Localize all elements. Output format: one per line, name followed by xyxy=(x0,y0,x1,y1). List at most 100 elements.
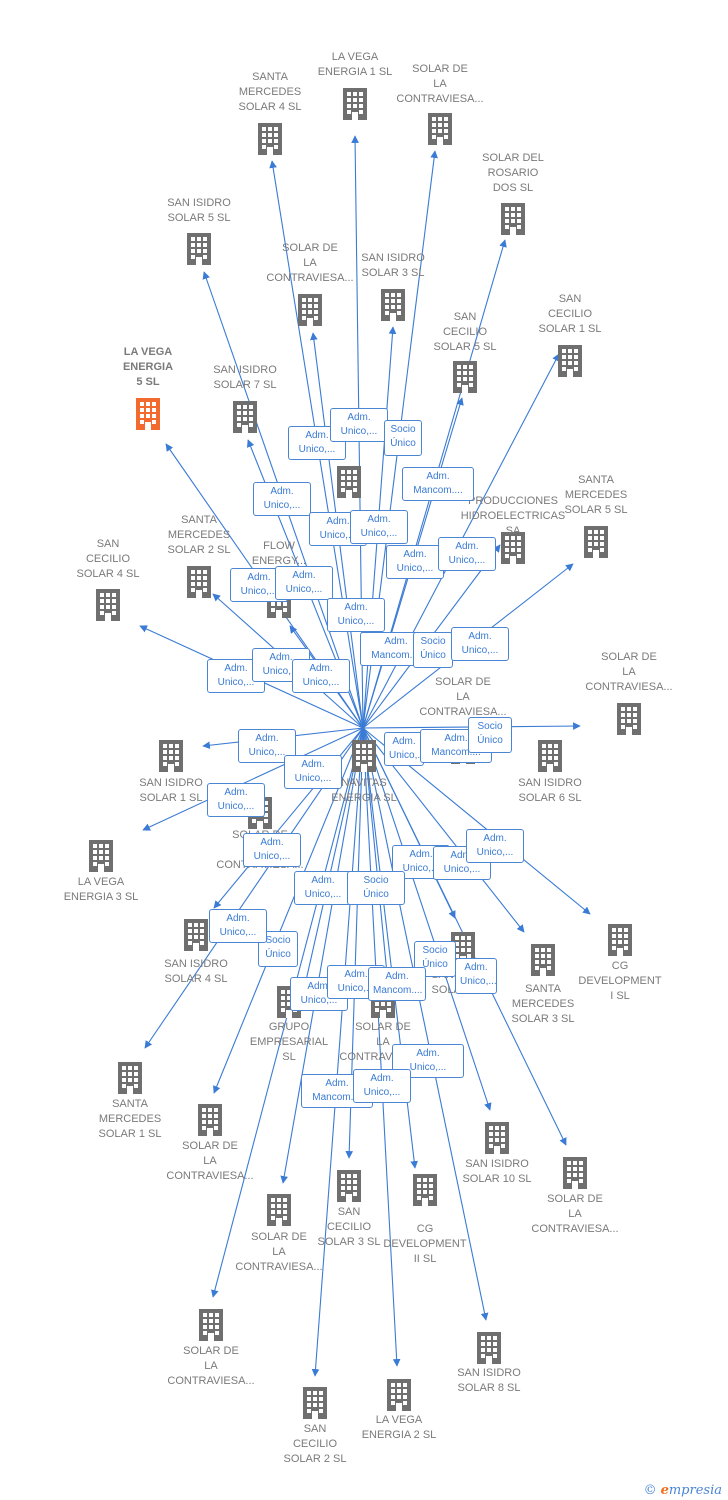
company-label[interactable]: GRUPO EMPRESARIAL SL xyxy=(249,1021,329,1063)
relationship-badge[interactable]: Adm. Unico,... xyxy=(455,958,497,994)
building-icon[interactable] xyxy=(617,703,641,735)
company-label[interactable]: SANTA MERCEDES SOLAR 3 SL xyxy=(511,983,575,1025)
building-icon[interactable] xyxy=(187,233,211,265)
relationship-badge[interactable]: Adm. Unico,... xyxy=(386,545,444,579)
building-icon[interactable] xyxy=(563,1157,587,1189)
relationship-badge[interactable]: Adm. Unico,... xyxy=(207,783,265,817)
building-icon[interactable] xyxy=(453,361,477,393)
relationship-badge[interactable]: Adm. Unico,... xyxy=(292,659,350,693)
company-label[interactable]: SANTA MERCEDES SOLAR 1 SL xyxy=(98,1098,162,1140)
building-icon[interactable] xyxy=(303,1387,327,1419)
building-icon[interactable] xyxy=(267,1194,291,1226)
brand-footer[interactable]: ©empresia xyxy=(644,1483,722,1498)
building-icon[interactable] xyxy=(96,589,120,621)
company-label[interactable]: SAN ISIDRO SOLAR 10 SL xyxy=(462,1158,532,1185)
building-icon[interactable] xyxy=(584,526,608,558)
building-icon[interactable] xyxy=(337,466,361,498)
building-icon[interactable] xyxy=(198,1104,222,1136)
relationship-badge[interactable]: Socio Único xyxy=(468,717,512,753)
relationship-badge[interactable]: Socio Único xyxy=(413,632,453,668)
company-label[interactable]: SAN ISIDRO SOLAR 4 SL xyxy=(164,958,228,985)
relationship-badge[interactable]: Adm. Unico,... xyxy=(451,627,509,661)
company-label[interactable]: SOLAR DEL ROSARIO DOS SL xyxy=(482,152,544,194)
building-icon[interactable] xyxy=(477,1332,501,1364)
relationship-edge xyxy=(311,727,364,1377)
building-icon[interactable] xyxy=(118,1062,142,1094)
company-label[interactable]: SOLAR DE LA CONTRAVIESA... xyxy=(266,242,354,284)
building-icon[interactable] xyxy=(136,398,160,430)
company-label[interactable]: SAN CECILIO SOLAR 2 SL xyxy=(283,1423,347,1465)
building-icon[interactable] xyxy=(89,840,113,872)
relationship-badge[interactable]: Adm. Unico,... xyxy=(209,909,267,943)
relationship-badge[interactable]: Adm. Unico,... xyxy=(284,755,342,789)
building-icon[interactable] xyxy=(258,123,282,155)
relationship-badge[interactable]: Socio Único xyxy=(258,931,298,967)
building-icon[interactable] xyxy=(233,401,257,433)
company-label[interactable]: SAN ISIDRO SOLAR 8 SL xyxy=(457,1367,521,1394)
company-label[interactable]: SAN CECILIO SOLAR 1 SL xyxy=(538,293,602,335)
company-label[interactable]: SAN ISIDRO SOLAR 6 SL xyxy=(518,777,582,804)
company-label[interactable]: SANTA MERCEDES SOLAR 4 SL xyxy=(238,71,302,113)
company-label[interactable]: SAN CECILIO SOLAR 3 SL xyxy=(317,1206,381,1248)
company-label[interactable]: SOLAR DE LA CONTRAVIESA... xyxy=(167,1345,255,1387)
relationship-badge[interactable]: Adm. Unico,... xyxy=(438,537,496,571)
company-label[interactable]: SOLAR DE LA CONTRAVIESA... xyxy=(531,1193,619,1235)
company-label[interactable]: SAN ISIDRO SOLAR 1 SL xyxy=(139,777,203,804)
company-label[interactable]: SOLAR DE LA CONTRAVIESA... xyxy=(166,1140,254,1182)
relationship-badge[interactable]: Socio Único xyxy=(347,871,405,905)
company-label[interactable]: SOLAR DE LA CONTRAVIESA... xyxy=(419,676,507,718)
company-label[interactable]: SAN CECILIO SOLAR 4 SL xyxy=(76,538,140,580)
company-label[interactable]: CG DEVELOPMENT I SL xyxy=(578,960,662,1002)
relationship-badge[interactable]: Adm. Unico,... xyxy=(353,1069,411,1103)
relationship-badge[interactable]: Adm. Unico,... xyxy=(350,510,408,544)
relationship-badge[interactable]: Adm. Unico,... xyxy=(384,732,426,766)
company-label[interactable]: LA VEGA ENERGIA 5 SL xyxy=(122,346,174,388)
company-label[interactable]: NAVITAS ENERGIA SL xyxy=(331,777,397,804)
company-label[interactable]: SAN ISIDRO SOLAR 3 SL xyxy=(361,252,425,279)
relationship-badge[interactable]: Adm. Mancom.... xyxy=(368,967,426,1001)
company-label[interactable]: CG DEVELOPMENT II SL xyxy=(383,1223,467,1265)
relationship-edge xyxy=(142,727,364,831)
building-icon[interactable] xyxy=(608,924,632,956)
company-label[interactable]: SAN ISIDRO SOLAR 7 SL xyxy=(213,364,277,391)
relationship-badge[interactable]: Adm. Unico,... xyxy=(294,871,352,905)
building-icon[interactable] xyxy=(343,88,367,120)
building-icon[interactable] xyxy=(538,740,562,772)
building-icon[interactable] xyxy=(387,1379,411,1411)
building-icon[interactable] xyxy=(352,740,376,772)
company-label[interactable]: SANTA MERCEDES SOLAR 2 SL xyxy=(167,514,231,556)
company-label[interactable]: LA VEGA ENERGIA 2 SL xyxy=(361,1414,437,1441)
building-icon[interactable] xyxy=(381,289,405,321)
relationship-badge[interactable]: Socio Único xyxy=(384,420,422,456)
relationship-badge[interactable]: Adm. Mancom.... xyxy=(402,467,474,501)
relationship-badge[interactable]: Adm. Unico,... xyxy=(243,833,301,867)
building-icon[interactable] xyxy=(501,203,525,235)
company-label[interactable]: SOLAR DE LA CONTRAVIESA... xyxy=(396,63,484,105)
relationship-badge[interactable]: Adm. Unico,... xyxy=(275,566,333,600)
company-label[interactable]: FLOW ENERGY... xyxy=(251,540,307,567)
company-label[interactable]: SANTA MERCEDES SOLAR 5 SL xyxy=(564,474,628,516)
building-icon[interactable] xyxy=(187,566,211,598)
building-icon[interactable] xyxy=(298,294,322,326)
relationship-badge[interactable]: Adm. Unico,... xyxy=(327,598,385,632)
company-label[interactable]: PRODUCCIONES HIDROELECTRICAS SA xyxy=(460,495,566,537)
company-label[interactable]: SAN ISIDRO SOLAR 5 SL xyxy=(167,197,231,224)
company-label[interactable]: LA VEGA ENERGIA 3 SL xyxy=(63,876,139,903)
company-label[interactable]: LA VEGA ENERGIA 1 SL xyxy=(317,51,393,78)
company-label[interactable]: SOLAR DE LA CONTRAVIESA... xyxy=(585,651,673,693)
building-icon[interactable] xyxy=(337,1170,361,1202)
relationship-badge[interactable]: Adm. Unico,... xyxy=(330,408,388,442)
building-icon[interactable] xyxy=(199,1309,223,1341)
company-label[interactable]: SAN CECILIO SOLAR 5 SL xyxy=(433,311,497,353)
relationship-badge[interactable]: Adm. Unico,... xyxy=(466,829,524,863)
building-icon[interactable] xyxy=(531,944,555,976)
company-label[interactable]: SOLAR DE LA CONTRAVIESA... xyxy=(235,1231,323,1273)
brand-logo-text: mpresia xyxy=(668,1483,722,1498)
building-icon[interactable] xyxy=(159,740,183,772)
building-icon[interactable] xyxy=(428,113,452,145)
building-icon[interactable] xyxy=(558,345,582,377)
building-icon[interactable] xyxy=(413,1174,437,1206)
building-icon[interactable] xyxy=(485,1122,509,1154)
building-icon[interactable] xyxy=(184,919,208,951)
relationship-badge[interactable]: Adm. Unico,... xyxy=(253,482,311,516)
